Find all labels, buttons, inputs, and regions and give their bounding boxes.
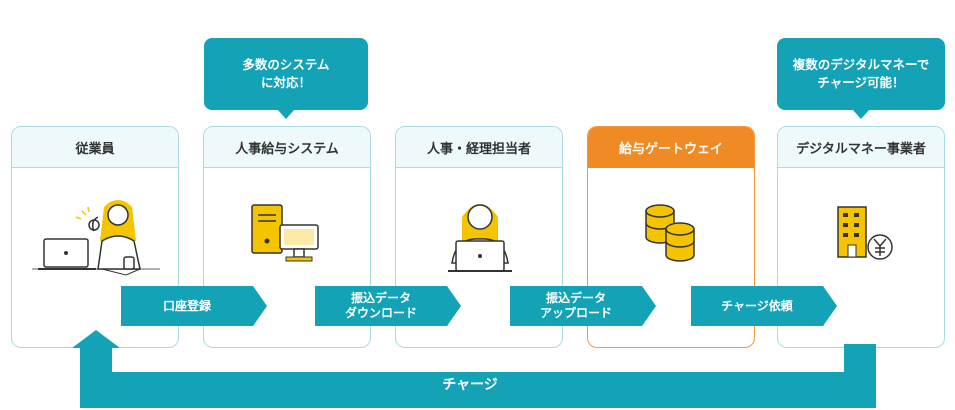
bubble-line: チャージ可能！ (817, 75, 905, 90)
staff-laptop-icon (448, 204, 512, 272)
computer-system-icon (251, 204, 319, 262)
coins-icon (645, 204, 695, 262)
arrow-transfer-data-upload: 振込データ アップロード (510, 286, 656, 326)
arrow-account-registration: 口座登録 (121, 286, 267, 326)
bubble-line: に対応！ (260, 75, 311, 90)
arrow-label: アップロード (539, 306, 612, 320)
arrow-label: ダウンロード (344, 306, 417, 320)
charge-loop-label: チャージ (442, 377, 498, 393)
charge-loop-arrowhead (72, 330, 120, 348)
card-title: デジタルマネー事業者 (778, 127, 944, 168)
bubble-line: 複数のデジタルマネーで (792, 57, 930, 72)
card-employee: 従業員 (11, 126, 179, 348)
charge-loop-bottom-bar (80, 372, 876, 408)
bubble-line: 多数のシステム (242, 57, 330, 72)
arrow-label: チャージ依頼 (721, 298, 793, 313)
arrow-charge-request: チャージ依頼 (691, 286, 837, 326)
card-title: 人事・経理担当者 (396, 127, 562, 168)
employee-laptop-icon (32, 200, 160, 276)
bubble-digital-money: 複数のデジタルマネーで チャージ可能！ (777, 38, 945, 119)
card-digital-money-provider: デジタルマネー事業者 (777, 126, 945, 348)
charge-loop-left-riser (80, 346, 112, 408)
arrow-label: 振込データ (545, 291, 606, 305)
card-title: 人事給与システム (204, 127, 370, 168)
arrow-label: 口座登録 (162, 298, 211, 313)
arrow-label: 振込データ (350, 291, 411, 305)
card-title: 従業員 (12, 127, 178, 168)
card-title: 給与ゲートウェイ (588, 127, 754, 168)
arrow-transfer-data-download: 振込データ ダウンロード (315, 286, 461, 326)
bubble-system-support: 多数のシステム に対応！ (204, 38, 368, 119)
bank-building-yen-icon (837, 206, 893, 260)
